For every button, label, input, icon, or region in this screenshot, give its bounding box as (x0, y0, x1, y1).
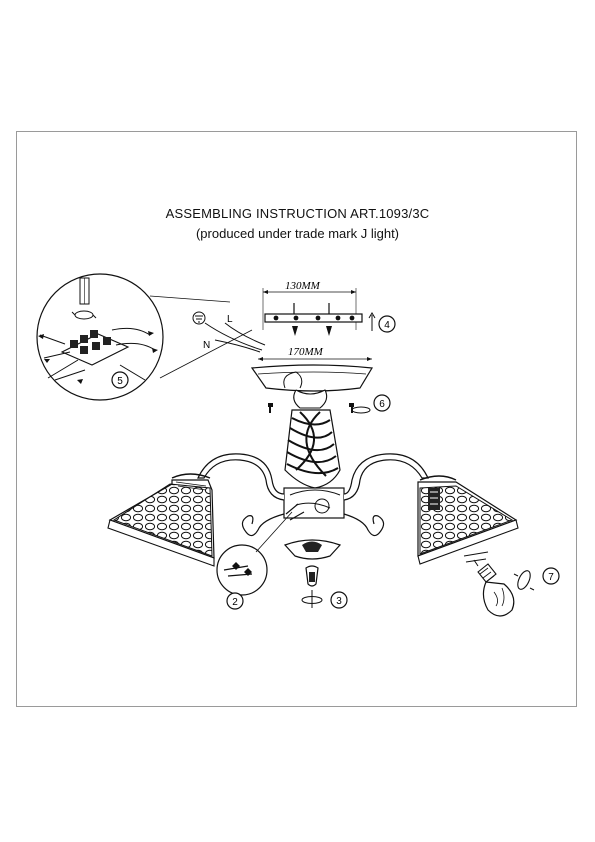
central-column (283, 389, 345, 519)
instruction-title: ASSEMBLING INSTRUCTION ART.1093/3C (165, 206, 430, 221)
step-2-badge: 2 (232, 597, 238, 608)
bottom-finial (283, 539, 342, 608)
mounting-bar (262, 288, 363, 336)
dimension-170mm: 170MM (288, 346, 324, 358)
wire-connector-detail (36, 273, 164, 401)
ground-symbol-icon (192, 311, 206, 325)
wire-label-live: L (227, 314, 233, 325)
light-bulb-icon (473, 559, 515, 617)
ceiling-canopy (250, 364, 373, 413)
left-shade (107, 473, 215, 567)
step-6-badge: 6 (379, 399, 385, 410)
wire-connection-detail (216, 503, 305, 596)
right-shade (417, 475, 519, 565)
step-3-badge: 3 (336, 596, 342, 607)
step-4-badge: 4 (384, 320, 390, 331)
left-arm (197, 453, 285, 537)
diagram-frame (16, 131, 577, 707)
step-7-badge: 7 (548, 572, 554, 583)
right-arm (343, 453, 429, 537)
instruction-subtitle: (produced under trade mark J light) (195, 226, 400, 241)
dimension-130mm: 130MM (285, 280, 321, 292)
wire-label-neutral: N (203, 340, 210, 351)
step-5-badge: 5 (117, 376, 123, 387)
